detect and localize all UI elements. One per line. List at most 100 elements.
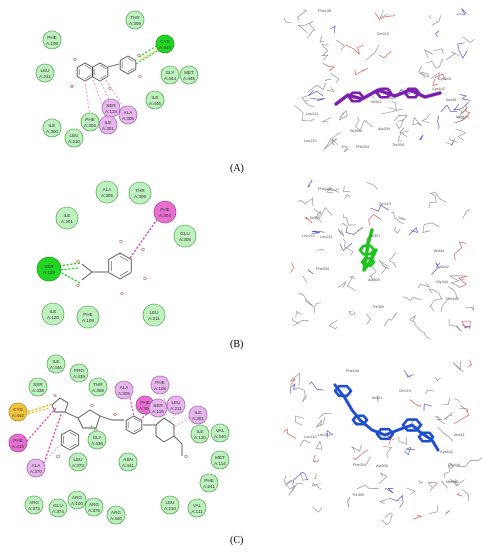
svg-text:O: O: [143, 276, 147, 281]
svg-text:Cys443: Cys443: [438, 77, 451, 81]
svg-text:O: O: [94, 428, 98, 433]
svg-text:A:446: A:446: [149, 101, 161, 106]
svg-text:LEU: LEU: [166, 500, 175, 505]
svg-text:Met445: Met445: [456, 115, 469, 119]
svg-text:A:370: A:370: [30, 469, 42, 474]
svg-text:Ala305: Ala305: [376, 464, 388, 468]
svg-text:A:442: A:442: [12, 413, 24, 418]
svg-text:SER: SER: [44, 264, 54, 269]
svg-text:A:304: A:304: [139, 406, 151, 411]
panel-a-3d-pose: Phe108Ser119Ile301Cys443Cys442Ile446Met4…: [283, 8, 475, 153]
svg-text:Thr309: Thr309: [392, 143, 404, 147]
svg-text:A:119: A:119: [43, 270, 55, 275]
svg-text:Thr309: Thr309: [352, 493, 364, 497]
svg-text:A:210: A:210: [164, 506, 176, 511]
svg-text:ALA: ALA: [103, 187, 113, 192]
svg-text:A:304: A:304: [159, 213, 171, 218]
svg-text:A:440: A:440: [110, 516, 122, 521]
svg-text:Cys442: Cys442: [440, 450, 453, 454]
svg-text:A:210: A:210: [68, 139, 80, 144]
svg-text:O: O: [108, 86, 112, 91]
svg-text:N: N: [53, 393, 56, 398]
svg-text:SER: SER: [33, 382, 43, 387]
svg-text:Ala305: Ala305: [378, 127, 390, 131]
panel-label-a: (A): [230, 163, 244, 174]
svg-text:A:444: A:444: [164, 76, 176, 81]
svg-text:O: O: [119, 239, 123, 244]
svg-text:GLY: GLY: [93, 435, 102, 440]
svg-text:A:111: A:111: [191, 509, 203, 514]
svg-text:A:119: A:119: [105, 109, 117, 114]
svg-text:Leu211: Leu211: [306, 112, 318, 116]
svg-text:PHE: PHE: [160, 207, 169, 212]
svg-text:A:309: A:309: [129, 21, 141, 26]
svg-text:A:100: A:100: [71, 501, 83, 506]
svg-text:O: O: [76, 259, 80, 264]
svg-text:GLU: GLU: [180, 231, 189, 236]
panel-b-2d-diagram: OOOOOOALAA:305THRA:309PHEA:304ILEA:301GL…: [36, 180, 197, 329]
svg-text:ILE: ILE: [195, 410, 202, 415]
svg-text:A:439: A:439: [73, 374, 85, 379]
svg-text:Leu210: Leu210: [304, 139, 317, 143]
svg-text:Ile300: Ile300: [310, 216, 320, 220]
svg-text:A:120: A:120: [194, 435, 206, 440]
svg-text:GLY: GLY: [166, 70, 175, 75]
svg-text:A:241: A:241: [203, 484, 215, 489]
panel-label-c: (C): [230, 535, 244, 546]
svg-text:Leu211: Leu211: [320, 235, 332, 239]
svg-text:CYS: CYS: [13, 407, 22, 412]
svg-text:THR: THR: [130, 15, 140, 20]
svg-text:ALA: ALA: [124, 110, 134, 115]
svg-text:PHE: PHE: [85, 117, 94, 122]
svg-text:MET: MET: [184, 70, 194, 75]
svg-text:ILE: ILE: [197, 429, 204, 434]
svg-text:A:301: A:301: [61, 219, 73, 224]
svg-text:ALA: ALA: [32, 463, 42, 468]
svg-text:O: O: [70, 84, 74, 89]
svg-text:A:446: A:446: [50, 365, 62, 370]
panel-c-ligand: NOOOOClCl: [51, 393, 188, 459]
svg-text:PHE: PHE: [140, 400, 149, 405]
svg-text:O: O: [141, 247, 145, 252]
svg-text:CYS: CYS: [160, 39, 169, 44]
svg-text:GLU: GLU: [53, 503, 62, 508]
svg-text:PHE: PHE: [13, 438, 22, 443]
svg-text:LEU: LEU: [150, 310, 159, 315]
svg-text:Ile446: Ile446: [446, 98, 456, 102]
svg-text:A:309: A:309: [134, 194, 146, 199]
svg-text:Ile301: Ile301: [372, 396, 382, 400]
svg-text:A:309: A:309: [92, 388, 104, 393]
svg-text:ARG: ARG: [111, 510, 121, 515]
svg-text:O: O: [90, 403, 94, 408]
svg-text:A:375: A:375: [88, 508, 100, 513]
svg-text:THR: THR: [93, 382, 103, 387]
svg-text:THR: THR: [135, 188, 145, 193]
svg-text:A:374: A:374: [52, 509, 64, 514]
svg-text:A:211: A:211: [170, 406, 182, 411]
